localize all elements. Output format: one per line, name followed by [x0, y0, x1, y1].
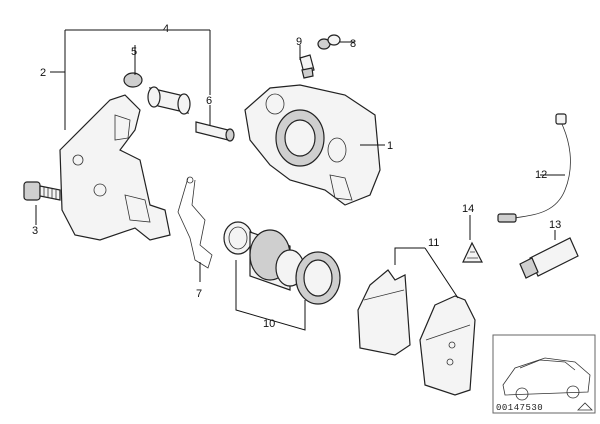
bleed-screw [299, 54, 315, 79]
callout-4: 4 [163, 23, 169, 35]
bracket-bolt [23, 181, 61, 201]
callout-2: 2 [40, 67, 46, 79]
callout-10: 10 [263, 318, 275, 330]
callout-11: 11 [428, 237, 439, 249]
guide-bellow [123, 72, 191, 115]
caliper-bracket [59, 94, 171, 241]
guide-pin [195, 121, 235, 142]
callout-8: 8 [350, 38, 356, 50]
document-number: 00147530 [496, 403, 544, 413]
callout-1: 1 [387, 140, 393, 152]
assembly-note-triangle [462, 241, 483, 263]
bleed-cap [317, 34, 341, 50]
callout-12: 12 [535, 169, 547, 181]
vehicle-thumbnail [492, 334, 596, 414]
car-silhouette-icon [502, 357, 591, 401]
callout-3: 3 [32, 225, 38, 237]
brake-wear-sensor [497, 113, 571, 223]
callout-6: 6 [206, 95, 212, 107]
anti-rattle-spring [177, 176, 213, 269]
callout-14: 14 [462, 203, 474, 215]
grease-tube [519, 237, 579, 279]
callout-7: 7 [196, 288, 202, 300]
triangle-marker-icon [577, 402, 593, 411]
callout-9: 9 [296, 36, 302, 48]
piston-repair-kit [223, 221, 341, 305]
callout-5: 5 [131, 46, 137, 58]
brake-pad-inner [357, 269, 411, 356]
callout-13: 13 [549, 219, 561, 231]
brake-pad-outer [419, 295, 476, 396]
leader-lines [35, 29, 565, 331]
caliper-housing [244, 84, 381, 206]
